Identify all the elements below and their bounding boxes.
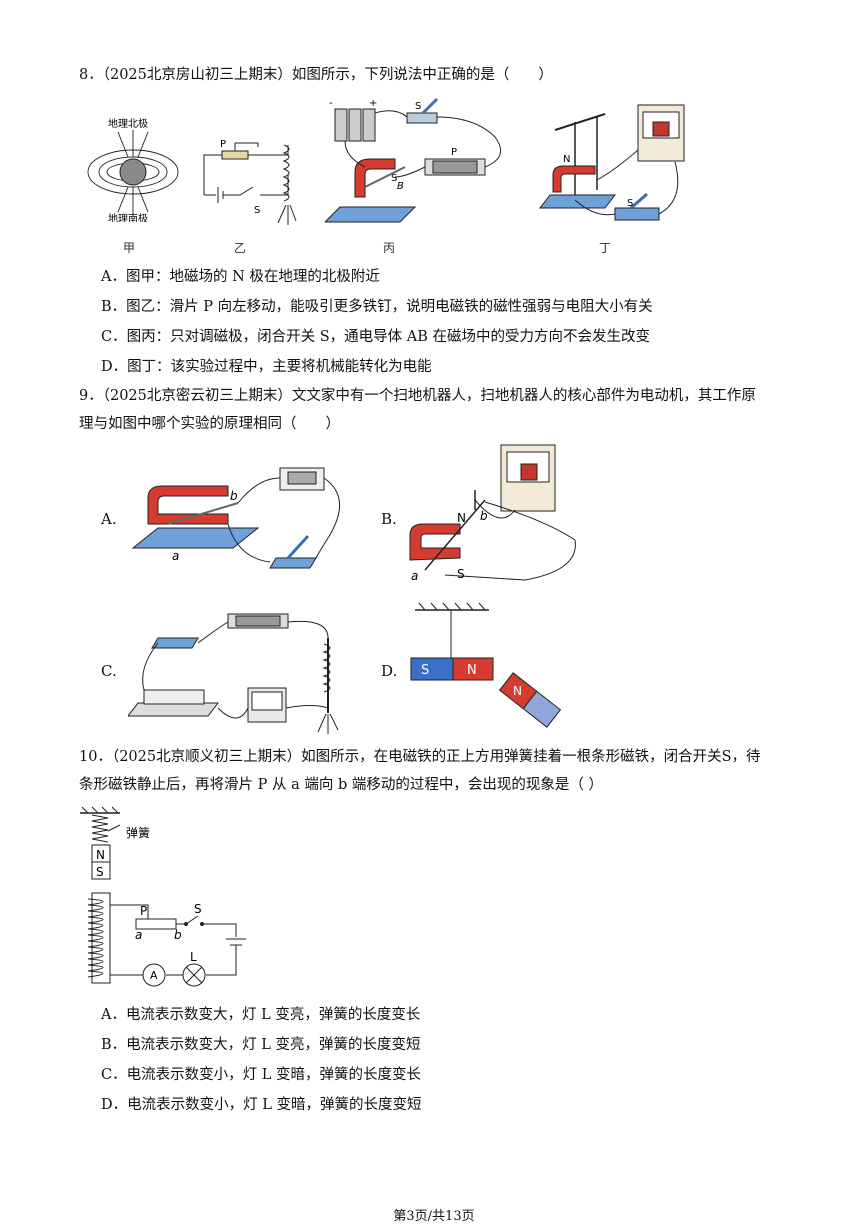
svg-text:N: N xyxy=(467,663,477,678)
svg-text:弹簧: 弹簧 xyxy=(126,825,150,840)
svg-text:N: N xyxy=(96,848,105,862)
q9-figure-b[interactable]: N b a S xyxy=(405,440,585,585)
svg-text:a: a xyxy=(411,569,418,583)
q8-option-a[interactable]: A．图甲：地磁场的 N 极在地理的北极附近 xyxy=(101,269,380,285)
svg-text:+: + xyxy=(369,98,377,109)
svg-text:S: S xyxy=(194,902,202,916)
q9-option-d[interactable]: D. xyxy=(381,662,398,680)
svg-text:P: P xyxy=(220,139,226,150)
q8-stem: 8．（2025北京房山初三上期末）如图所示，下列说法中正确的是（ ） xyxy=(79,67,553,83)
svg-text:L: L xyxy=(190,950,197,964)
q8-figure-bing: - + S P B S xyxy=(325,97,502,223)
svg-text:B: B xyxy=(397,181,404,192)
svg-text:-: - xyxy=(329,98,333,109)
q9-option-b[interactable]: B. xyxy=(381,510,397,528)
svg-text:A: A xyxy=(150,969,158,982)
q10-stem-line2: 条形磁铁静止后，再将滑片 P 从 a 端向 b 端移动的过程中，会出现的现象是（… xyxy=(79,777,603,793)
q8-option-c[interactable]: C．图丙：只对调磁极，闭合开关 S，通电导体 AB 在磁场中的受力方向不会发生改… xyxy=(101,329,650,345)
q8-figure-ding: N S xyxy=(538,104,685,221)
q9-stem-line2: 理与如图中哪个实验的原理相同（ ） xyxy=(79,416,340,432)
svg-text:S: S xyxy=(391,173,397,184)
caption-yi: 乙 xyxy=(234,241,247,255)
q10-option-b[interactable]: B．电流表示数变大，灯 L 变亮，弹簧的长度变短 xyxy=(101,1037,421,1053)
svg-text:N: N xyxy=(513,684,522,698)
q8-option-d[interactable]: D．图丁：该实验过程中，主要将机械能转化为电能 xyxy=(101,359,432,375)
q9-option-a[interactable]: A. xyxy=(101,510,117,528)
q8-figure-yi: P S xyxy=(203,139,297,225)
q9-figure-a[interactable]: b a xyxy=(128,458,358,578)
svg-text:a: a xyxy=(135,928,142,942)
caption-ding: 丁 xyxy=(599,241,612,255)
q9-option-c[interactable]: C. xyxy=(101,662,117,680)
q10-figure: 弹簧 N S P a b S A L xyxy=(80,806,246,987)
svg-text:S: S xyxy=(415,101,421,112)
svg-text:S: S xyxy=(96,865,104,879)
svg-text:S: S xyxy=(457,567,465,581)
q10-option-c[interactable]: C．电流表示数变小，灯 L 变暗，弹簧的长度变长 xyxy=(101,1067,421,1083)
svg-text:N: N xyxy=(563,154,570,165)
q10-stem-line1: 10．（2025北京顺义初三上期末）如图所示，在电磁铁的正上方用弹簧挂着一根条形… xyxy=(79,749,761,765)
svg-text:a: a xyxy=(172,549,179,563)
svg-text:P: P xyxy=(451,147,457,158)
q10-option-d[interactable]: D．电流表示数变小，灯 L 变暗，弹簧的长度变短 xyxy=(101,1097,422,1113)
q9-figure-c[interactable] xyxy=(128,608,350,738)
caption-jia: 甲 xyxy=(123,241,136,255)
q8-option-b[interactable]: B．图乙：滑片 P 向左移动，能吸引更多铁钉，说明电磁铁的磁性强弱与电阻大小有关 xyxy=(101,299,653,315)
q10-option-a[interactable]: A．电流表示数变大，灯 L 变亮，弹簧的长度变长 xyxy=(101,1007,421,1023)
svg-text:N: N xyxy=(457,511,466,525)
q9-figure-d[interactable]: S N N xyxy=(405,600,585,735)
geo-south-label: 地理南极 xyxy=(108,212,148,222)
svg-text:S: S xyxy=(421,663,429,678)
q8-figure-jia: 地理北极 地理南极 xyxy=(87,117,179,222)
svg-text:b: b xyxy=(174,928,182,942)
svg-text:b: b xyxy=(230,489,238,503)
caption-bing: 丙 xyxy=(383,241,396,255)
svg-text:S: S xyxy=(254,205,260,216)
page-footer: 第3页/共13页 xyxy=(393,1209,475,1224)
svg-text:S: S xyxy=(627,198,633,209)
q9-stem-line1: 9．（2025北京密云初三上期末）文文家中有一个扫地机器人，扫地机器人的核心部件… xyxy=(79,388,756,404)
svg-text:P: P xyxy=(140,904,147,918)
svg-text:b: b xyxy=(480,509,488,523)
geo-north-label: 地理北极 xyxy=(108,117,148,130)
